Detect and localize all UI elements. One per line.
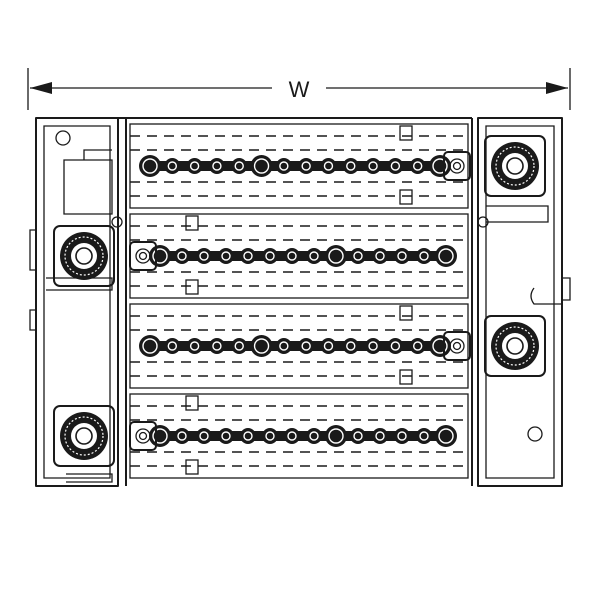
small-screw xyxy=(416,428,432,444)
small-screw xyxy=(298,158,315,174)
small-screw xyxy=(218,248,234,264)
large-screw xyxy=(139,155,161,177)
small-screw xyxy=(372,428,388,444)
small-screw xyxy=(387,338,404,354)
small-screw xyxy=(409,158,426,174)
terminal-lug-icon xyxy=(484,135,546,197)
small-screw xyxy=(342,158,359,174)
small-screw xyxy=(186,158,203,174)
small-screw xyxy=(186,338,203,354)
bar-3 xyxy=(129,303,546,389)
small-screw xyxy=(275,158,292,174)
mounting-hole-icon xyxy=(55,130,71,146)
large-screw xyxy=(429,335,451,357)
small-screw xyxy=(208,158,225,174)
small-screw xyxy=(350,248,366,264)
small-screw xyxy=(174,428,190,444)
small-screw xyxy=(320,158,337,174)
large-screw xyxy=(325,245,347,267)
small-screw xyxy=(306,248,322,264)
small-screw xyxy=(365,158,382,174)
terminal-lug-icon xyxy=(53,225,115,287)
small-screw xyxy=(298,338,315,354)
small-screw xyxy=(240,428,256,444)
dimension-label: W xyxy=(289,77,310,102)
large-screw xyxy=(149,425,171,447)
small-screw xyxy=(342,338,359,354)
terminal-lug-icon xyxy=(53,405,115,467)
small-screw xyxy=(387,158,404,174)
small-screw xyxy=(208,338,225,354)
small-screw xyxy=(196,428,212,444)
small-screw xyxy=(365,338,382,354)
small-screw xyxy=(174,248,190,264)
arrowhead-icon xyxy=(546,82,568,94)
small-screw xyxy=(231,338,248,354)
small-screw xyxy=(240,248,256,264)
large-screw xyxy=(250,335,273,357)
center-rails xyxy=(111,117,489,486)
small-screw xyxy=(275,338,292,354)
small-screw xyxy=(394,428,410,444)
small-screw xyxy=(284,248,300,264)
bars-group xyxy=(53,123,546,479)
small-screw xyxy=(409,338,426,354)
small-screw xyxy=(350,428,366,444)
small-screw xyxy=(231,158,248,174)
small-screw xyxy=(262,428,278,444)
large-screw xyxy=(429,155,451,177)
width-dimension: W xyxy=(27,68,571,110)
small-screw xyxy=(164,338,181,354)
large-screw xyxy=(325,425,347,447)
large-screw xyxy=(435,245,457,267)
large-screw xyxy=(149,245,171,267)
small-screw xyxy=(416,248,432,264)
small-screw xyxy=(218,428,234,444)
small-screw xyxy=(284,428,300,444)
bar-4 xyxy=(53,393,469,479)
mounting-plate xyxy=(29,117,571,487)
large-screw xyxy=(435,425,457,447)
small-screw xyxy=(164,158,181,174)
mounting-hole-icon xyxy=(527,426,543,442)
bar-2 xyxy=(53,213,469,299)
small-screw xyxy=(320,338,337,354)
small-screw xyxy=(372,248,388,264)
small-screw xyxy=(262,248,278,264)
arrowhead-icon xyxy=(30,82,52,94)
small-screw xyxy=(196,248,212,264)
large-screw xyxy=(250,155,273,177)
terminal-lug-icon xyxy=(484,315,546,377)
bar-1 xyxy=(129,123,546,209)
small-screw xyxy=(394,248,410,264)
large-screw xyxy=(139,335,161,357)
small-screw xyxy=(306,428,322,444)
